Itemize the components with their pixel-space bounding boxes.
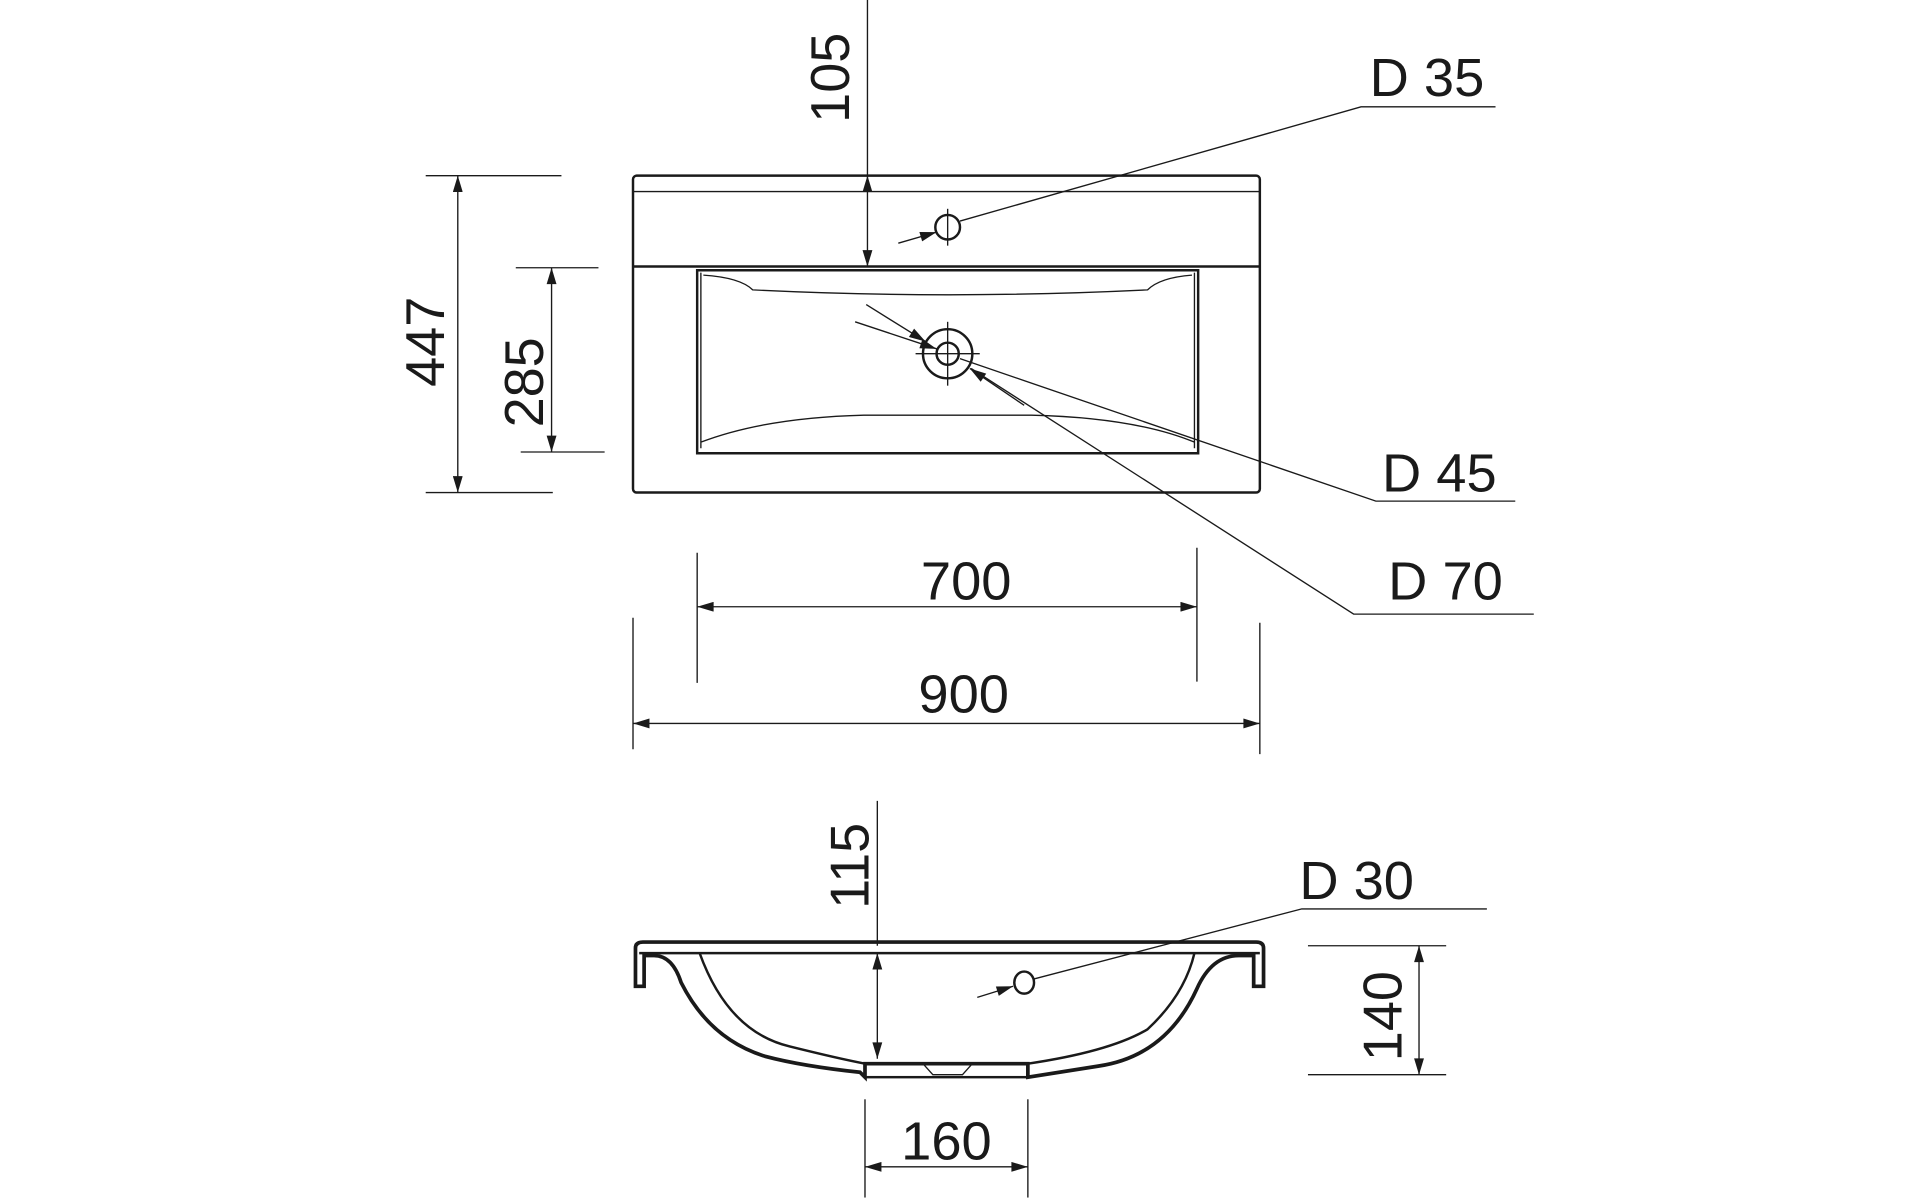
leader-d70 [970,367,1534,615]
bowl-inner-profile [698,952,1196,1065]
basin-outline [631,174,1262,494]
dim-label-140: 140 [1354,971,1414,1061]
label-d35: D 35 [1370,48,1485,108]
dim-label-700: 700 [921,551,1012,611]
dim-label-115: 115 [821,823,881,909]
top-view: 105 447 285 700 900 D 35 D 45 D 70 [396,0,1534,755]
leader-d45 [959,358,1516,502]
label-d70: D 70 [1388,551,1503,611]
arrow-d70 [865,304,926,343]
basin-profile-outer [633,940,1266,1082]
dim-label-160: 160 [901,1112,992,1172]
drain-block [863,1062,1030,1079]
dim-label-285: 285 [495,337,555,427]
arrow-d70-b [969,367,1025,406]
arrow-d45 [854,321,937,350]
leader-d35 [959,106,1496,222]
arrow-d30 [977,985,1014,998]
dim-label-105: 105 [801,33,861,123]
leader-d30 [1033,908,1487,980]
drain-outlet [922,1063,973,1076]
arrow-d35 [898,231,937,244]
bowl-inner-contour [700,272,1196,449]
label-d30: D 30 [1299,851,1414,911]
dim-label-447: 447 [396,297,456,387]
label-d45: D 45 [1382,443,1497,503]
overflow-hole [1013,970,1036,995]
bowl-outline [695,268,1200,455]
side-view: 115 D 30 140 160 [633,800,1487,1198]
dim-label-900: 900 [918,664,1009,724]
